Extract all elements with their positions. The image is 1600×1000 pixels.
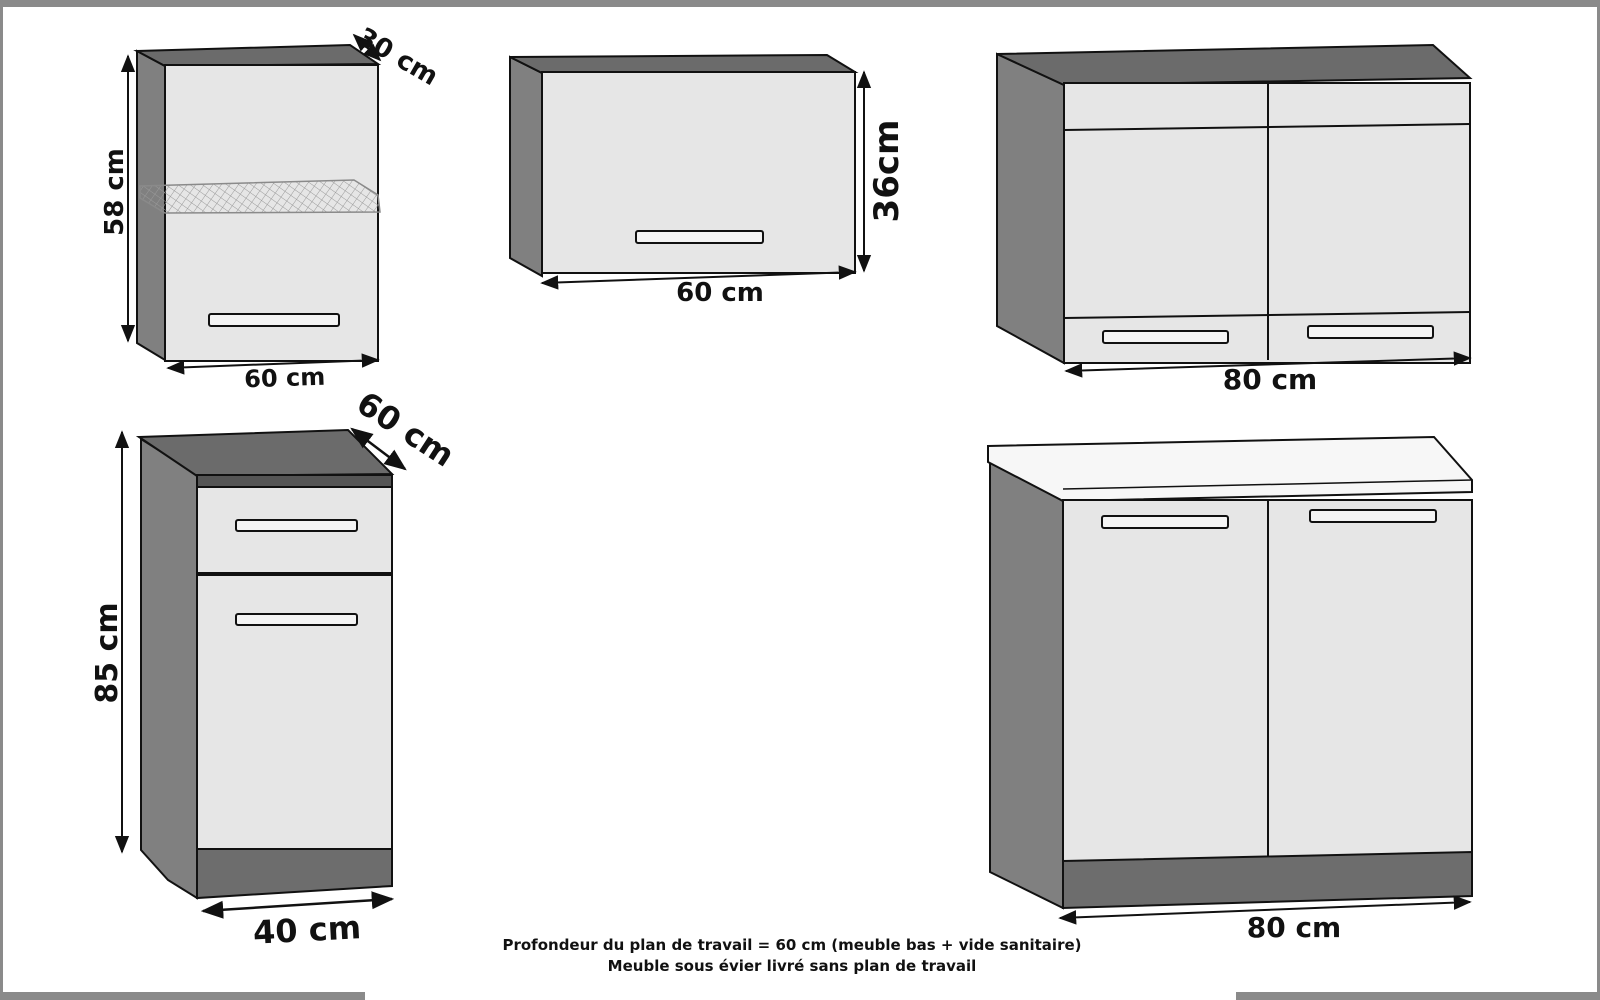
width-arrow [1058, 895, 1472, 925]
depth-arrow [352, 33, 382, 62]
width-label: 40 cm [252, 908, 362, 952]
width-arrow [166, 353, 380, 375]
door-handle-left [1101, 515, 1229, 529]
door-handle-right [1309, 509, 1437, 523]
upper-cabinet-double [996, 43, 1473, 365]
height-label: 36cm [867, 120, 907, 223]
depth-arrow [350, 427, 407, 471]
worktop-depth-note: Profondeur du plan de travail = 60 cm (m… [502, 936, 1082, 954]
glass-shelf [139, 179, 381, 214]
sink-base-cabinet [987, 435, 1473, 910]
width-arrow [1064, 351, 1472, 378]
width-label: 80 cm [1247, 911, 1342, 944]
drawer-handle-right [1307, 325, 1434, 339]
height-label: 85 cm [90, 602, 125, 703]
drawer-handle [235, 519, 358, 532]
width-arrow [200, 891, 395, 919]
worktop-outline [987, 435, 1473, 503]
width-label: 60 cm [676, 278, 764, 308]
plinth [196, 848, 393, 900]
upper-cabinet-flap [509, 53, 859, 278]
door-handle [208, 313, 340, 327]
flap-handle [635, 230, 764, 244]
upper-cabinet-small [133, 43, 382, 362]
width-label: 80 cm [1223, 363, 1318, 396]
base-cabinet-small [135, 428, 395, 900]
height-label: 58 cm [100, 148, 130, 236]
door-handle [235, 613, 358, 626]
sink-cabinet-note: Meuble sous évier livré sans plan de tra… [607, 957, 977, 975]
plinth [1062, 850, 1473, 910]
drawer-handle-left [1102, 330, 1229, 344]
width-label: 60 cm [244, 363, 326, 394]
width-arrow [540, 265, 857, 290]
